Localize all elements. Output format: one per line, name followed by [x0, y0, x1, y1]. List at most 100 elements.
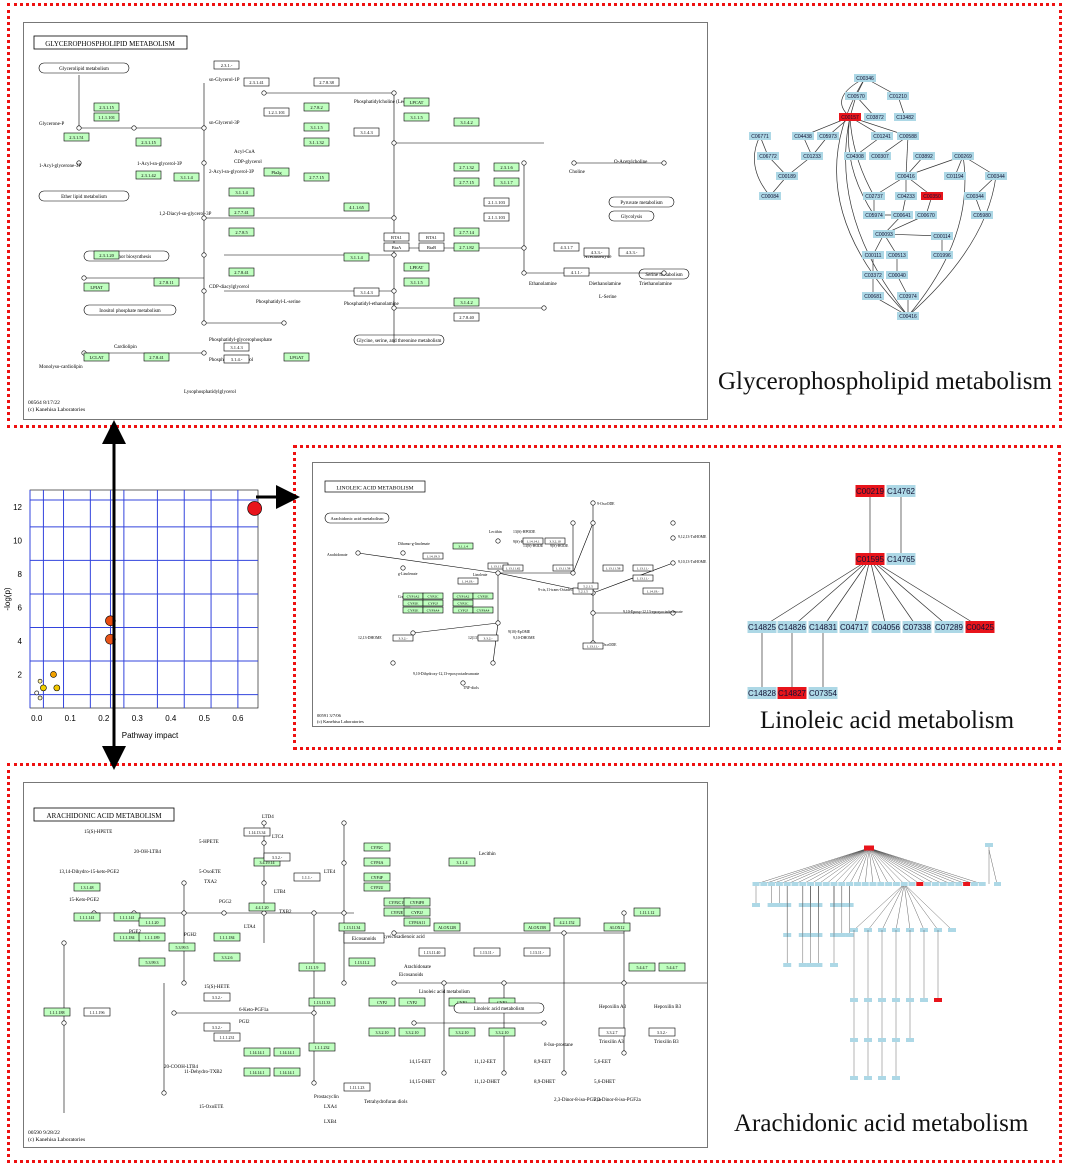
enzyme-box	[453, 117, 480, 127]
compound-label: 13(S)-HPODE	[513, 530, 536, 534]
compound-node	[621, 1050, 627, 1056]
enzyme-box	[138, 957, 166, 967]
compound-node	[561, 1070, 567, 1076]
compound-label: C01194	[946, 174, 963, 180]
enzyme-label: 1.14.19.-	[647, 589, 660, 593]
compound-label: LXB4	[324, 1120, 337, 1125]
arachidonic-map-footer-1: 00590 9/28/22	[28, 1130, 60, 1136]
compound-node	[441, 1070, 447, 1076]
compound-node	[850, 1076, 858, 1080]
enzyme-box	[228, 267, 255, 277]
compound-node	[792, 132, 814, 140]
network-edge	[848, 116, 875, 216]
enzyme-label: 1.1.1.-	[302, 875, 313, 880]
network-edge	[905, 135, 909, 177]
compound-label: 2,3-Dinor-8-iso-PGF2a	[594, 1098, 641, 1103]
compound-label: 8-Iso-prostane	[544, 1043, 574, 1048]
compound-node	[355, 550, 361, 556]
compound-node	[873, 230, 895, 238]
enzyme-label: 1.13.11.62	[506, 566, 521, 570]
enzyme-box	[418, 232, 445, 242]
enzyme-box	[452, 599, 474, 607]
enzyme-box	[93, 112, 120, 122]
compound-label: sn-Glycerol-3P	[209, 121, 240, 126]
enzyme-label: 4.2.1.152	[560, 920, 575, 925]
compound-node	[846, 882, 854, 886]
enzyme-box	[343, 252, 370, 262]
enzyme-box	[228, 227, 255, 237]
enzyme-box	[213, 1032, 241, 1042]
enzyme-label: 1.13.11.40	[424, 950, 441, 955]
compound-node	[871, 132, 893, 140]
compound-node	[862, 292, 884, 300]
pathway-link	[38, 190, 130, 202]
compound-node	[775, 882, 783, 886]
compound-label: LXA4	[324, 1105, 337, 1110]
compound-node	[495, 620, 501, 626]
glycero-map-footer-2: (c) Kanehisa Laboratories	[28, 406, 85, 413]
compound-node	[854, 74, 876, 82]
reaction-line	[357, 552, 499, 574]
enzyme-box	[338, 922, 366, 932]
compound-label: Trioxilin A3	[599, 1040, 624, 1045]
enzyme-box	[303, 137, 330, 147]
enzyme-label: CYP2	[407, 1000, 417, 1005]
compound-node	[391, 930, 397, 936]
enzyme-label: 1.11.1.12	[640, 910, 655, 915]
enzyme-label: 3.1.1.5	[410, 115, 423, 120]
enzyme-box	[303, 172, 330, 182]
compound-node	[900, 882, 908, 886]
compound-node	[61, 1020, 67, 1026]
compound-label: C01595	[856, 555, 885, 564]
enzyme-box	[403, 97, 430, 107]
enzyme-label: CYP1A2	[407, 594, 420, 598]
compound-node	[490, 660, 496, 666]
compound-node	[908, 882, 916, 886]
linoleic-map-title: LINOLEIC ACID METABOLISM	[336, 486, 413, 492]
compound-label: LTD4	[262, 815, 274, 820]
enzyme-label: 3.1.4.2	[460, 120, 472, 125]
compound-node	[201, 215, 207, 221]
compound-node	[891, 211, 913, 219]
network-edge	[868, 847, 881, 885]
enzyme-box	[93, 250, 120, 260]
enzyme-box	[582, 642, 604, 650]
compound-node	[897, 132, 919, 140]
enzyme-label: 1.14.14.1	[280, 1050, 295, 1055]
compound-label: C00111	[865, 253, 882, 259]
network-edge	[907, 175, 997, 317]
compound-label: LTC4	[272, 835, 284, 840]
compound-label: PGI2	[239, 1020, 250, 1025]
compound-label: LTA4	[244, 925, 256, 930]
enzyme-label: 1.1.1.188	[50, 1010, 65, 1015]
compound-node	[978, 882, 986, 886]
compound-label: C14825	[748, 623, 777, 632]
reaction-line	[572, 522, 594, 574]
pathway-link-label: Arachidonic acid metabolism	[331, 516, 384, 521]
enzyme-box	[603, 922, 631, 932]
compound-node	[915, 211, 937, 219]
compound-node	[760, 882, 768, 886]
enzyme-label: CYP2U	[371, 885, 384, 890]
compound-node	[670, 560, 676, 566]
enzyme-label: 4.3.3.-	[591, 250, 603, 255]
compound-label: Arachidonate	[327, 553, 348, 557]
compound-label: g-Linolenate	[398, 572, 418, 576]
compound-label: 2,3-Dinor-8-iso-PGF1a	[554, 1098, 601, 1103]
enzyme-box	[228, 207, 255, 217]
compound-node	[878, 998, 886, 1002]
compound-node	[808, 621, 838, 633]
enzyme-box	[135, 137, 162, 147]
compound-node	[261, 880, 267, 886]
compound-label: Hepoxilin B3	[654, 1005, 682, 1010]
network-edge	[988, 849, 998, 885]
compound-node	[963, 882, 971, 886]
enzyme-box	[632, 564, 654, 572]
compound-node	[886, 485, 916, 497]
compound-node	[924, 882, 932, 886]
compound-node	[621, 910, 627, 916]
enzyme-label: CYP2	[377, 1000, 387, 1005]
compound-node	[521, 270, 527, 276]
